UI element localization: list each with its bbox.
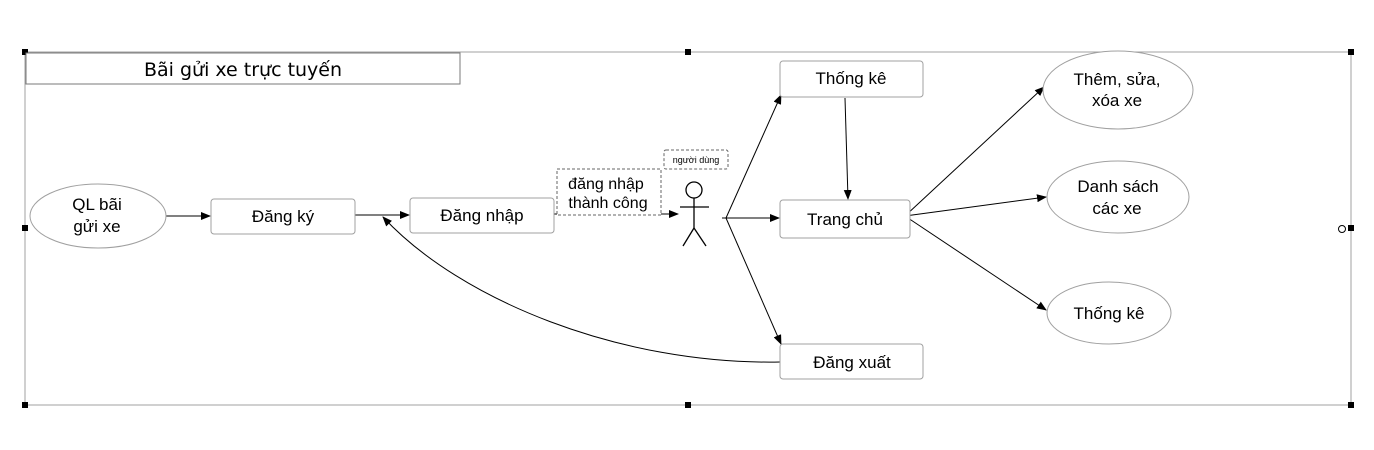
user-actor-icon[interactable] — [680, 181, 709, 247]
resize-handle-bottom-left[interactable] — [22, 402, 28, 408]
edge-label-line-1: đăng nhập — [568, 176, 644, 193]
edge-trangchu-to-danhsach — [904, 194, 1047, 217]
edge-trangchu-to-themsuaxoa — [904, 86, 1045, 217]
node-them-sua-xoa-xe[interactable]: Thêm, sửa, xóa xe — [1042, 50, 1194, 130]
actor-label-box[interactable]: người dùng — [663, 149, 729, 170]
resize-handle-middle-right[interactable] — [1348, 225, 1354, 231]
node-label-line-2: xóa xe — [1092, 91, 1142, 110]
edge-dangxuat-to-dangnhap — [382, 216, 781, 363]
node-label: Thống kê — [1074, 304, 1145, 323]
node-danh-sach-cac-xe[interactable]: Danh sách các xe — [1046, 160, 1190, 234]
node-thong-ke-right[interactable]: Thống kê — [1046, 281, 1172, 345]
edge-user-to-thongke — [725, 94, 782, 219]
node-dang-nhap[interactable]: Đăng nhập — [409, 197, 555, 234]
actor-label: người dùng — [673, 155, 719, 165]
node-dang-ky[interactable]: Đăng ký — [210, 198, 356, 235]
edge-label-login-success[interactable]: đăng nhập thành công — [556, 168, 662, 216]
node-label: Đăng ký — [252, 207, 315, 226]
node-dang-xuat[interactable]: Đăng xuất — [779, 343, 924, 380]
node-label: Đăng nhập — [440, 206, 523, 225]
node-label-line-1: Thêm, sửa, — [1074, 70, 1161, 89]
resize-handle-bottom-center[interactable] — [685, 402, 691, 408]
resize-handle-top-right[interactable] — [1348, 49, 1354, 55]
diagram-title: Bãi gửi xe trực tuyến — [144, 59, 342, 81]
node-label: Đăng xuất — [813, 353, 891, 372]
node-trang-chu[interactable]: Trang chủ — [779, 199, 911, 239]
node-label-line-2: gửi xe — [73, 217, 120, 236]
title-box[interactable] — [25, 52, 461, 85]
resize-handle-bottom-right[interactable] — [1348, 402, 1354, 408]
node-label: Thống kê — [816, 69, 887, 88]
resize-handle-top-left[interactable] — [22, 49, 28, 55]
node-label-line-1: Danh sách — [1077, 177, 1158, 196]
selection-handles[interactable] — [22, 49, 1354, 408]
edge-user-to-dangxuat — [725, 217, 782, 345]
edge-thongke-to-trangchu — [843, 97, 852, 200]
node-label-line-2: các xe — [1092, 199, 1141, 218]
connection-point-handle[interactable] — [1338, 225, 1346, 233]
node-ql-bai-gui-xe[interactable]: QL bãi gửi xe — [29, 183, 167, 249]
resize-handle-top-center[interactable] — [685, 49, 691, 55]
edge-label-line-2: thành công — [568, 195, 647, 212]
resize-handle-middle-left[interactable] — [22, 225, 28, 231]
node-label: Trang chủ — [807, 210, 883, 229]
node-thong-ke-top[interactable]: Thống kê — [779, 60, 924, 98]
edge-trangchu-to-thongke-right — [904, 215, 1047, 311]
node-label-line-1: QL bãi — [72, 195, 121, 214]
